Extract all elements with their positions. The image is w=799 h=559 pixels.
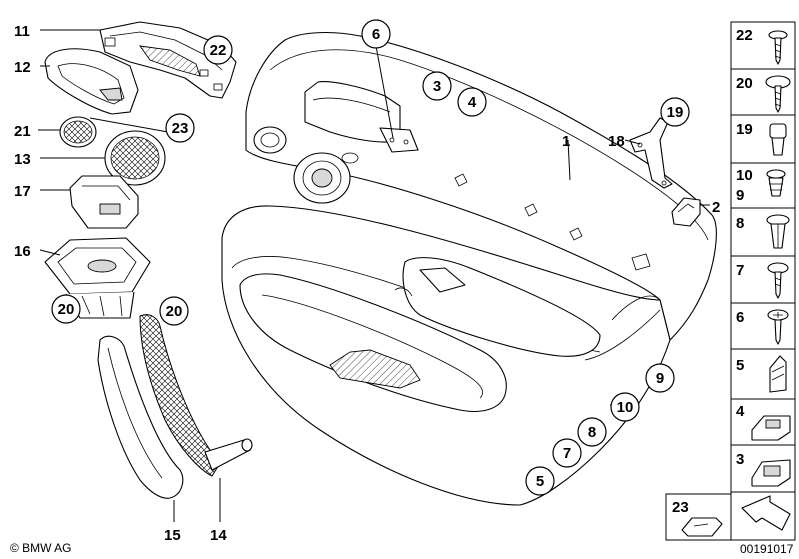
pull-handle-carrier bbox=[139, 314, 253, 477]
callout-5: 5 bbox=[536, 473, 544, 490]
legend-label-10: 10 bbox=[736, 167, 753, 184]
callout-17: 17 bbox=[14, 183, 31, 200]
tweeter-grille bbox=[59, 116, 97, 148]
clip-nut-5-icon bbox=[769, 355, 787, 393]
legend-label-5: 5 bbox=[736, 357, 744, 374]
callout-20a: 20 bbox=[58, 301, 75, 318]
legend-label-19: 19 bbox=[736, 121, 753, 138]
screw-6-icon bbox=[767, 309, 789, 345]
legend-label-20: 20 bbox=[736, 75, 753, 92]
callout-13: 13 bbox=[14, 151, 31, 168]
legend-label-3: 3 bbox=[736, 451, 744, 468]
legend-cell-10-9 bbox=[730, 162, 796, 209]
screw-22-icon bbox=[768, 30, 788, 65]
inner-handle-carrier bbox=[99, 21, 237, 99]
callout-12: 12 bbox=[14, 59, 31, 76]
drawing-number: 00191017 bbox=[740, 542, 794, 556]
callout-19: 19 bbox=[667, 104, 684, 121]
mounting-bracket bbox=[629, 117, 673, 189]
legend-label-4: 4 bbox=[736, 403, 745, 420]
callout-14: 14 bbox=[210, 527, 227, 544]
callout-6: 6 bbox=[372, 26, 380, 43]
clip-3-icon bbox=[751, 459, 791, 487]
plug-19-icon bbox=[769, 123, 787, 156]
callout-2: 2 bbox=[712, 199, 720, 216]
legend-label-7: 7 bbox=[736, 262, 744, 279]
storage-tray bbox=[69, 175, 139, 229]
copyright-label: © BMW AG bbox=[10, 541, 72, 555]
callout-18: 18 bbox=[608, 133, 625, 150]
clip-10-icon bbox=[766, 169, 786, 197]
legend-label-22: 22 bbox=[736, 27, 753, 44]
callout-11: 11 bbox=[14, 23, 30, 40]
pull-handle-cover bbox=[97, 335, 184, 499]
callout-3: 3 bbox=[433, 78, 441, 95]
cover-cap bbox=[671, 197, 701, 227]
callouts: 11 12 21 13 17 16 18 2 1 15 14 22 23 20 … bbox=[14, 19, 720, 544]
callout-10: 10 bbox=[617, 399, 634, 416]
callout-1: 1 bbox=[562, 133, 570, 150]
callout-4: 4 bbox=[468, 94, 477, 111]
door-trim-panel bbox=[221, 32, 717, 506]
cover-23-icon bbox=[681, 517, 723, 537]
callout-16: 16 bbox=[14, 243, 31, 260]
screw-20-icon bbox=[765, 75, 791, 113]
rivet-8-icon bbox=[766, 214, 790, 249]
legend-label-9: 9 bbox=[736, 187, 744, 204]
legend-label-6: 6 bbox=[736, 309, 744, 326]
fastener-legend: 22 20 19 10 9 8 7 6 5 4 3 bbox=[665, 21, 796, 541]
callout-7: 7 bbox=[563, 445, 571, 462]
callout-9: 9 bbox=[656, 370, 664, 387]
clip-4-icon bbox=[751, 415, 791, 441]
switch-panel bbox=[44, 237, 151, 319]
callout-20b: 20 bbox=[166, 303, 183, 320]
direction-arrow-icon bbox=[741, 495, 791, 531]
speaker-grille bbox=[104, 130, 166, 186]
callout-21: 21 bbox=[14, 123, 31, 140]
callout-22: 22 bbox=[210, 42, 227, 59]
callout-15: 15 bbox=[164, 527, 181, 544]
legend-label-8: 8 bbox=[736, 215, 744, 232]
handle-bezel bbox=[44, 48, 139, 115]
screw-7-icon bbox=[767, 262, 789, 299]
callout-23: 23 bbox=[172, 120, 189, 137]
legend-label-23: 23 bbox=[672, 499, 689, 516]
callout-8: 8 bbox=[588, 424, 596, 441]
